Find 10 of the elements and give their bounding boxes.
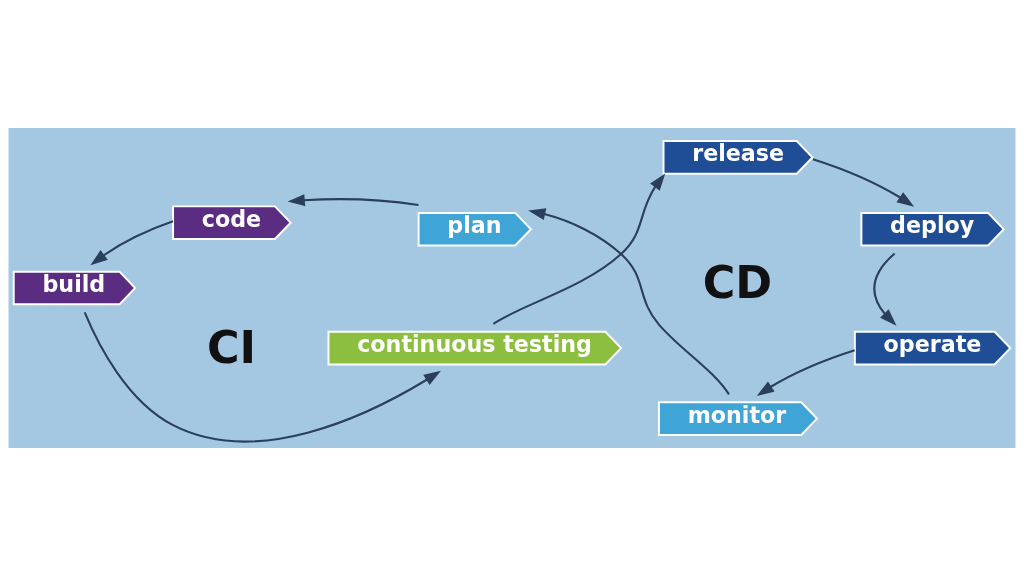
arrow xyxy=(528,208,730,395)
arrow xyxy=(492,173,666,325)
arrow xyxy=(287,194,419,207)
arrow xyxy=(873,252,897,326)
label: CI xyxy=(207,322,257,374)
label: CD xyxy=(702,257,773,309)
arrow xyxy=(83,311,441,443)
arrow xyxy=(756,349,855,396)
arrow xyxy=(90,220,174,266)
arrow xyxy=(812,158,915,207)
